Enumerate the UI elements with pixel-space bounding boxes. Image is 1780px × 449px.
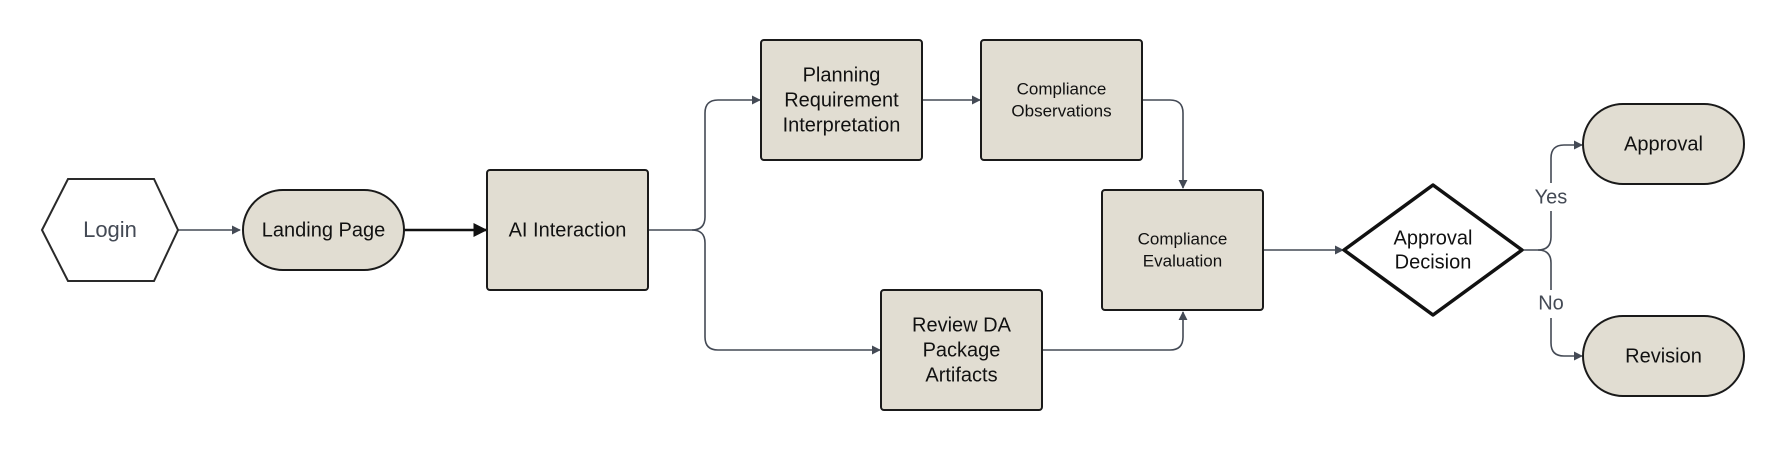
ai-interaction-label: AI Interaction	[509, 219, 627, 241]
edge-ai-to-review	[691, 229, 881, 355]
ai-interaction-shape	[486, 169, 649, 291]
landing-page-shape	[242, 189, 405, 271]
observations-label-line-2: Observations	[1011, 101, 1111, 120]
node-compliance-evaluation[interactable]: Compliance Evaluation	[1101, 189, 1264, 311]
node-landing-page[interactable]: Landing Page	[242, 189, 405, 271]
edge-ai-to-planning	[648, 95, 761, 231]
evaluation-label-line-1: Compliance	[1138, 229, 1228, 248]
node-revision[interactable]: Revision	[1582, 315, 1745, 397]
landing-page-label: Landing Page	[262, 219, 385, 241]
edge-labels: Yes No	[1530, 183, 1572, 318]
approval-label: Approval	[1624, 133, 1703, 155]
login-label: Login	[83, 217, 137, 242]
node-approval[interactable]: Approval	[1582, 103, 1745, 185]
decision-label-line-1: Approval	[1394, 227, 1473, 249]
edge-label-yes: Yes	[1535, 186, 1568, 208]
node-planning[interactable]: Planning Requirement Interpretation	[760, 39, 923, 161]
observations-label-line-1: Compliance	[1017, 79, 1107, 98]
observations-shape	[980, 39, 1143, 161]
edge-decision-to-revision	[1537, 249, 1583, 361]
planning-label-line-2: Requirement	[784, 89, 899, 111]
node-ai-interaction[interactable]: AI Interaction	[486, 169, 649, 291]
no-label-bg	[1532, 290, 1570, 318]
node-compliance-observations[interactable]: Compliance Observations	[980, 39, 1143, 161]
node-login[interactable]: Login	[40, 178, 180, 282]
evaluation-label-line-2: Evaluation	[1143, 251, 1222, 270]
node-approval-decision[interactable]: Approval Decision	[1342, 183, 1524, 317]
planning-label-line-3: Interpretation	[783, 114, 901, 136]
review-label-line-1: Review DA	[912, 314, 1012, 336]
review-label-line-2: Package	[923, 339, 1001, 361]
planning-label-line-1: Planning	[803, 64, 881, 86]
edge-observations-to-evaluation	[1142, 99, 1188, 189]
edge-label-no: No	[1538, 292, 1564, 314]
approval-shape	[1582, 103, 1745, 185]
evaluation-shape	[1101, 189, 1264, 311]
review-label-line-3: Artifacts	[925, 364, 997, 386]
edge-review-to-evaluation	[1042, 311, 1188, 351]
yes-label-bg	[1530, 183, 1572, 211]
planning-shape	[760, 39, 923, 161]
decision-label-line-2: Decision	[1395, 251, 1472, 273]
decision-diamond	[1342, 183, 1524, 317]
node-review-da[interactable]: Review DA Package Artifacts	[880, 289, 1043, 411]
review-shape	[880, 289, 1043, 411]
revision-label: Revision	[1625, 345, 1702, 367]
revision-shape	[1582, 315, 1745, 397]
login-hexagon	[40, 178, 180, 282]
